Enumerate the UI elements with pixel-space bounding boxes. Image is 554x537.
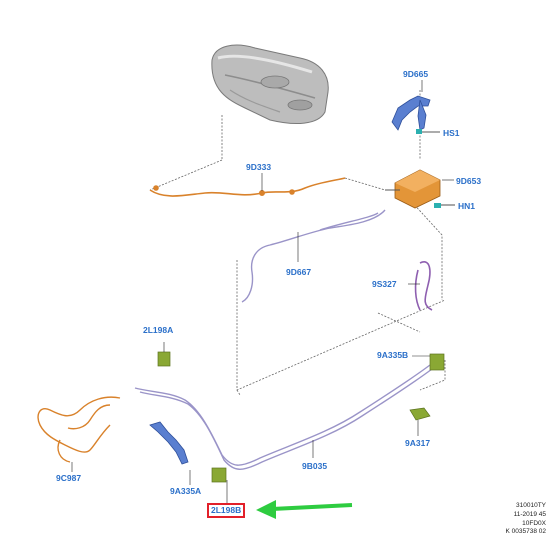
filler-bracket-upper [391,95,431,131]
stamp-line-1: 310010TY [516,502,546,509]
callout-9d665: 9D665 [403,69,429,79]
callout-9a317: 9A317 [405,438,431,448]
stamp-line-3: 10FD0X [522,519,546,527]
vapor-hose [149,177,346,197]
callout-9b035: 9B035 [302,461,328,471]
clip-9a317 [409,407,431,436]
callout-9d333: 9D333 [246,162,272,172]
filler-pipe [149,421,189,465]
callout-9s327: 9S327 [372,279,397,289]
hs1-connector [416,129,440,134]
callout-9a335a: 9A335A [170,486,202,496]
stamp-line-2: 11-2019 45 [513,510,546,518]
fuel-tank [211,44,329,125]
left-harness [37,396,121,463]
revision-stamp: 310010TY 11-2019 45 10FD0X K 0035738 02 [506,502,546,537]
callout-9c987: 9C987 [56,473,82,483]
callout-9d653: 9D653 [456,176,482,186]
pointer-arrow [256,500,353,519]
stamp-line-4: K 0035738 02 [505,528,546,536]
callout-2l198a: 2L198A [143,325,174,335]
leader-lines [71,80,454,485]
callout-2l198b-highlighted: 2L198B [207,503,246,518]
evap-canister [385,169,455,209]
clip-2l198b [211,467,228,503]
callout-9d667: 9D667 [286,267,312,277]
purge-tube [241,209,386,303]
fuel-line [134,364,433,470]
callout-hs1: HS1 [443,128,460,138]
clip-2l198a [157,342,171,367]
callout-9a335b: 9A335B [377,350,409,360]
small-hose [414,261,433,311]
callout-hn1: HN1 [458,201,476,211]
bracket-9a335b [412,353,445,371]
